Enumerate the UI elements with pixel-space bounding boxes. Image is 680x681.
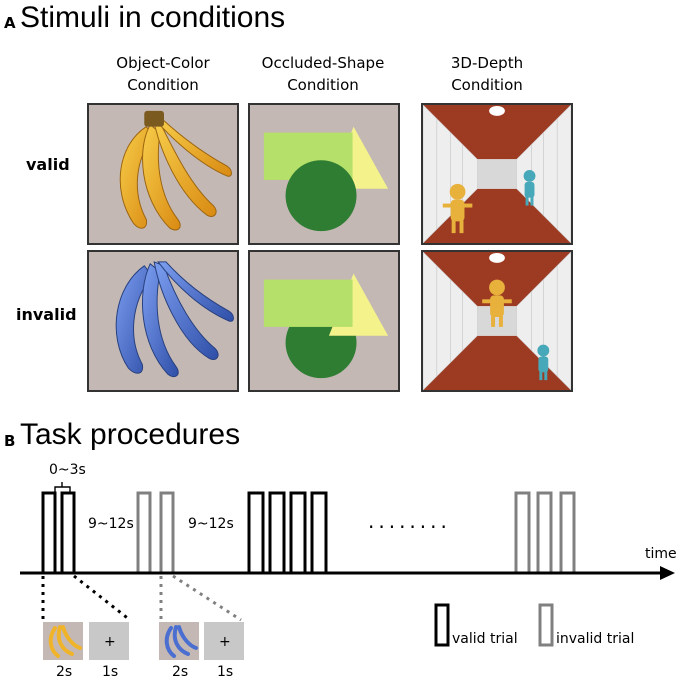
section-b-letter: B: [4, 432, 16, 450]
invalid-zoom-lines: [159, 574, 242, 622]
condition-header-line2: Condition: [451, 76, 523, 94]
valid-trial-box: [289, 491, 307, 575]
valid-trial-box: [268, 491, 286, 575]
section-b-title: Task procedures: [20, 418, 241, 451]
fixation-cross: +: [104, 634, 116, 650]
row-label-valid: valid: [26, 155, 70, 174]
condition-header-3d-depth: 3D-Depth Condition: [402, 52, 572, 96]
invalid-trial-box: [136, 491, 152, 575]
banana-yellow-icon: [48, 625, 82, 658]
valid-trial-box: [60, 491, 76, 575]
invalid-trial-group-1: [136, 491, 175, 575]
fixation-thumb: [89, 622, 129, 660]
condition-header-line2: Condition: [287, 76, 359, 94]
onset-jitter-bracket: [54, 482, 71, 493]
valid-trial-box: [247, 491, 265, 575]
legend-invalid-swatch: [538, 603, 554, 647]
valid-trial-group-1: [41, 491, 76, 575]
fix-duration-invalid: 1s: [217, 664, 233, 680]
condition-header-line2: Condition: [127, 76, 199, 94]
stimulus-occluded-shape-invalid: [248, 250, 400, 392]
stimulus-banana-blue: [87, 250, 239, 392]
stimulus-banana-yellow: [87, 103, 239, 245]
invalid-trial-box: [159, 491, 175, 575]
invalid-trial-group-2: [514, 491, 576, 575]
fixation-cross: +: [219, 634, 231, 650]
legend-valid-swatch: [434, 603, 450, 647]
legend-valid-label: valid trial: [452, 631, 518, 647]
valid-zoom-lines: [41, 574, 131, 622]
time-axis-label: time: [645, 546, 677, 562]
condition-header-line1: Occluded-Shape: [261, 54, 385, 72]
task-timeline: 0~3s 9~12s 9~12s ........ time: [20, 462, 677, 680]
condition-header-line1: 3D-Depth: [450, 54, 524, 72]
stimulus-occluded-shape-valid: [248, 103, 400, 245]
time-axis-arrowhead: [660, 566, 675, 580]
condition-header-line1: Object-Color: [116, 54, 210, 72]
fix-duration-valid: 1s: [102, 664, 118, 680]
fixation-thumb: [204, 622, 244, 660]
section-a-letter: A: [4, 14, 16, 32]
stimulus-corridor-invalid: [421, 250, 573, 392]
stim-duration-valid: 2s: [56, 664, 72, 680]
timeline-ellipsis: ........: [368, 509, 451, 533]
valid-trial-group-2: [247, 491, 328, 575]
stim-duration-invalid: 2s: [172, 664, 188, 680]
iti-label-2: 9~12s: [188, 516, 234, 532]
condition-header-object-color: Object-Color Condition: [78, 52, 248, 96]
stimulus-corridor-valid: [421, 103, 573, 245]
legend-invalid-label: invalid trial: [556, 631, 634, 647]
invalid-trial-box: [536, 491, 553, 575]
onset-jitter-label: 0~3s: [49, 462, 86, 478]
valid-trial-box: [41, 491, 57, 575]
valid-trial-detail: + 2s 1s: [43, 622, 129, 680]
banana-blue-icon: [164, 625, 198, 658]
section-a-title: Stimuli in conditions: [20, 1, 286, 34]
invalid-trial-box: [514, 491, 531, 575]
condition-header-occluded-shape: Occluded-Shape Condition: [238, 52, 408, 96]
invalid-trial-detail: + 2s 1s: [159, 622, 244, 680]
row-label-invalid: invalid: [16, 305, 77, 324]
valid-trial-box: [310, 491, 328, 575]
legend: valid trial invalid trial: [434, 603, 634, 647]
iti-label-1: 9~12s: [88, 516, 134, 532]
invalid-trial-box: [559, 491, 576, 575]
